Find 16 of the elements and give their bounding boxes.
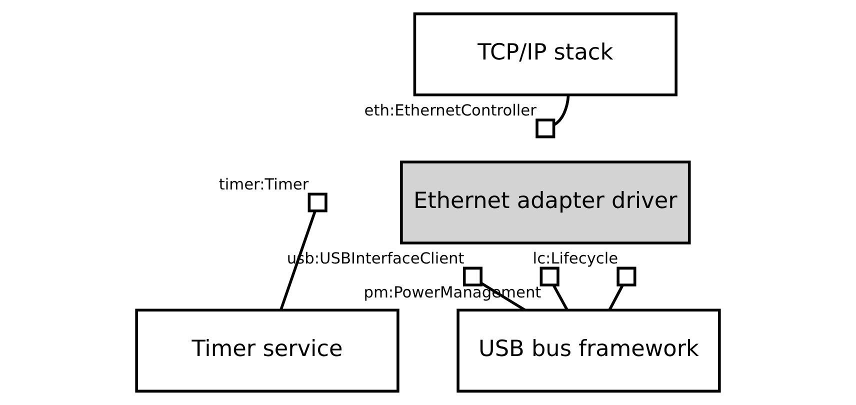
connector xyxy=(553,95,570,126)
node-box xyxy=(536,118,556,138)
connector xyxy=(280,210,316,310)
node-box xyxy=(616,266,636,286)
node-box: Ethernet adapter driver xyxy=(400,160,691,244)
node-box: TCP/IP stack xyxy=(413,12,678,96)
node-label: lc:Lifecycle xyxy=(532,250,618,268)
node-box: USB bus framework xyxy=(456,308,721,393)
node-label: eth:EthernetController xyxy=(364,102,536,120)
connector xyxy=(552,284,568,311)
node-box xyxy=(308,192,328,212)
node-box: Timer service xyxy=(135,308,400,393)
node-label: timer:Timer xyxy=(218,176,309,194)
node-box xyxy=(462,266,482,286)
node-box xyxy=(540,266,560,286)
connector xyxy=(608,284,624,311)
